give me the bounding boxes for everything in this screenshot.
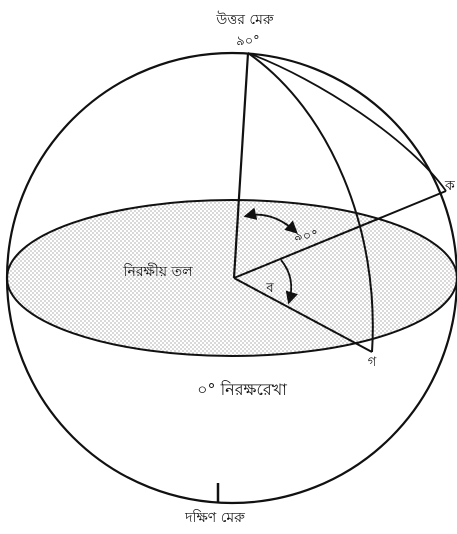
south-pole-label: দক্ষিণ মেরু [184,509,245,526]
north-pole-label: উত্তর মেরু [215,11,274,28]
angle-90-label: ৯০° [294,229,317,244]
equator-label: ০° নিরক্ষরেখা [197,380,287,399]
point-g-label: গ [368,355,377,370]
meridian-arc-to-k [248,53,446,191]
equatorial-plane-label: নিরক্ষীয় তল [122,263,193,280]
point-k-label: ক [444,178,455,194]
equatorial-plane [7,200,457,356]
angle-b-label: ব [265,281,274,296]
north-angle-label: ৯০° [236,34,259,49]
